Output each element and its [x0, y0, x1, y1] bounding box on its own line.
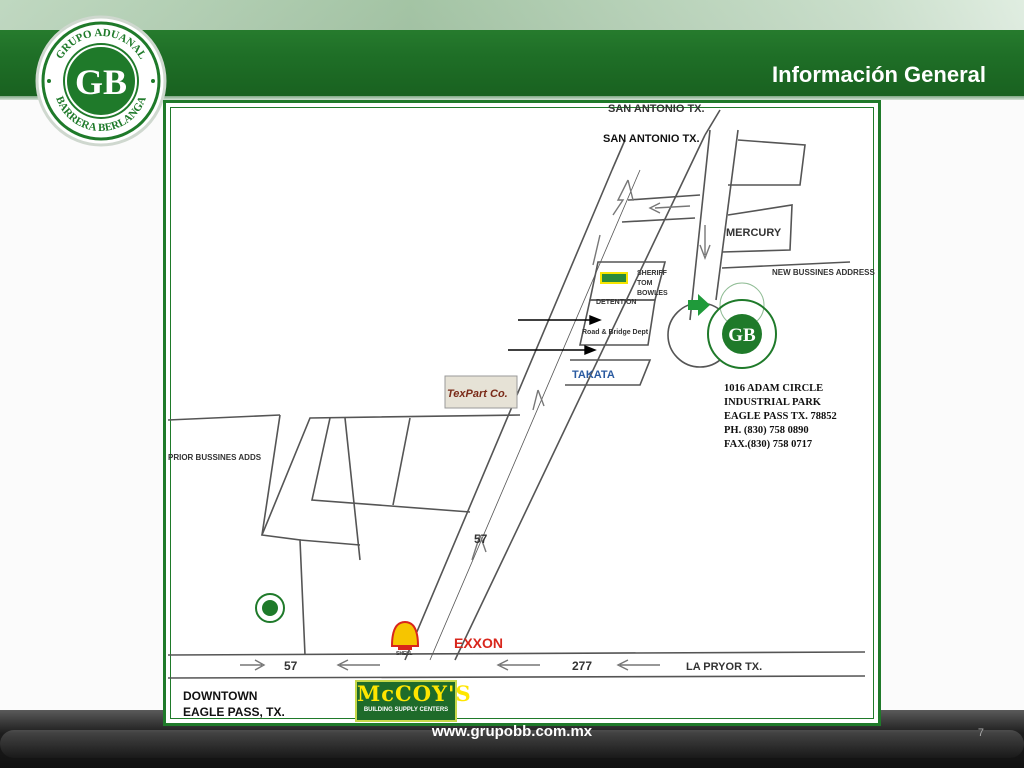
- prior-address-logo-icon: [255, 593, 285, 623]
- header-shadow: [0, 96, 1024, 102]
- wm-logo-icon: [600, 272, 628, 284]
- mccoys-subtitle: BUILDING SUPPLY CENTERS: [363, 707, 449, 713]
- address-line-2: INDUSTRIAL PARK: [724, 397, 821, 408]
- highway-277-north-edge: [167, 651, 866, 656]
- address-fax: FAX.(830) 758 0717: [724, 439, 813, 450]
- footer-url-link[interactable]: www.grupobb.com.mx: [431, 723, 593, 740]
- label-downtown: DOWNTOWN EAGLE PASS, TX.: [183, 688, 285, 720]
- label-san-antonio: SAN ANTONIO TX.: [603, 133, 700, 145]
- downtown-line-2: EAGLE PASS, TX.: [183, 705, 285, 719]
- east-road-west-edge: [689, 129, 711, 321]
- logo-monogram: GB: [75, 62, 127, 102]
- address-line-3: EAGLE PASS TX. 78852: [724, 411, 837, 422]
- highway-57-center: [429, 169, 641, 661]
- map-inner-border: [170, 107, 874, 719]
- highway-277-south-edge: [167, 675, 866, 679]
- highway-57-east-edge: [454, 134, 706, 661]
- new-address-logo-icon: GB: [707, 282, 777, 369]
- address-phone: PH. (830) 758 0890: [724, 425, 809, 436]
- shell-logo-icon: [390, 620, 420, 650]
- mccoys-name: McCOY'S: [357, 681, 472, 706]
- address-line-1: 1016 ADAM CIRCLE: [724, 383, 824, 394]
- page-number: 7: [977, 727, 984, 739]
- east-road-east-edge: [715, 129, 739, 301]
- header-shine: [0, 0, 1024, 30]
- map-frame: [163, 100, 881, 726]
- page-title: Información General: [772, 62, 986, 87]
- company-logo: GRUPO ADUANAL BARRERA BERLANGA GB: [35, 15, 167, 147]
- footer-band: [0, 710, 1024, 768]
- footer-shine: [0, 730, 1024, 758]
- downtown-line-1: DOWNTOWN: [183, 689, 258, 703]
- svg-text:GB: GB: [728, 325, 756, 346]
- new-address-block: 1016 ADAM CIRCLE INDUSTRIAL PARK EAGLE P…: [724, 382, 837, 452]
- header-band: [0, 0, 1024, 102]
- new-address-arrow-icon: [688, 294, 710, 316]
- mccoys-sign: McCOY'S BUILDING SUPPLY CENTERS: [355, 680, 472, 722]
